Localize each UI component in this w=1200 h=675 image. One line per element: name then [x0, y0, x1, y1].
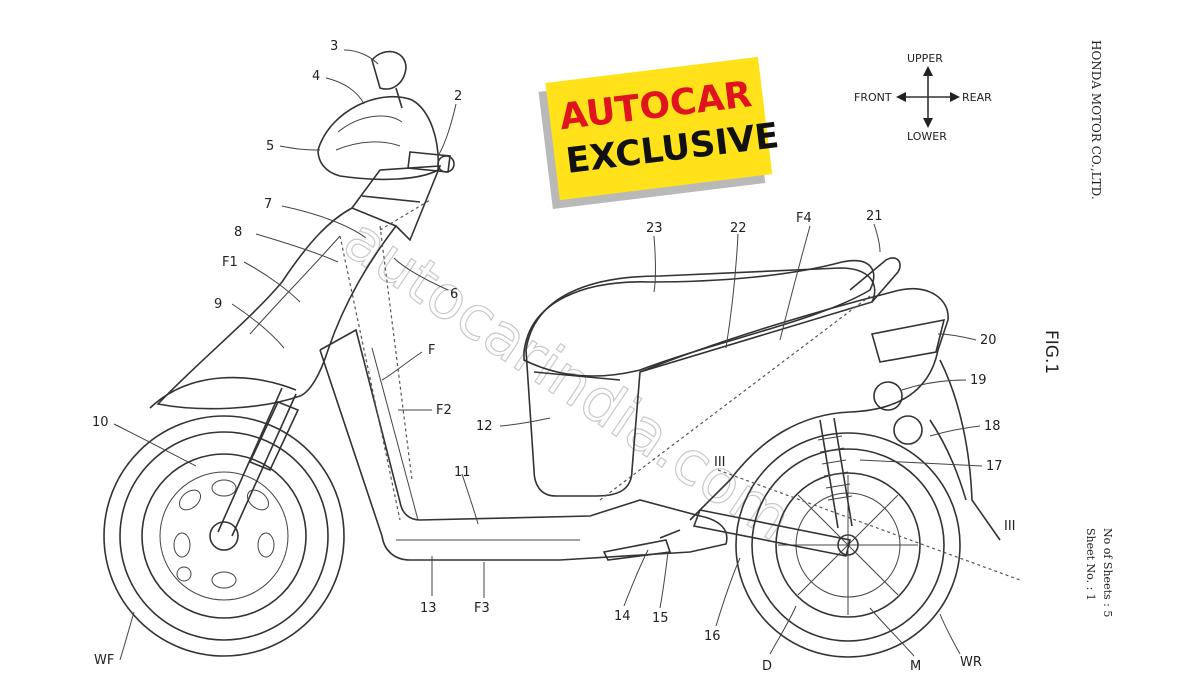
- label-12: 12: [476, 419, 493, 434]
- reference-labels: 3 4 5 2 7 8 F1 6 9 F F2 10 12 11 13 F3 1…: [92, 39, 1016, 674]
- label-WR: WR: [960, 655, 982, 670]
- sheet-number: Sheet No. : 1: [1084, 528, 1097, 601]
- scooter-outline: [103, 50, 1021, 658]
- label-F1: F1: [222, 255, 238, 270]
- label-19: 19: [970, 373, 987, 388]
- label-6: 6: [450, 287, 458, 302]
- label-3: 3: [330, 39, 338, 54]
- direction-compass: UPPER LOWER FRONT REAR: [854, 52, 992, 143]
- compass-front: FRONT: [854, 91, 892, 104]
- badge-background: [545, 56, 773, 201]
- label-23: 23: [646, 221, 663, 236]
- label-F4: F4: [796, 211, 812, 226]
- label-15: 15: [652, 611, 669, 626]
- leader-lines: [113, 49, 983, 661]
- compass-upper: UPPER: [907, 52, 943, 65]
- label-17: 17: [986, 459, 1003, 474]
- sheet-count: No of Sheets : 5: [1101, 528, 1114, 617]
- label-4: 4: [312, 69, 320, 84]
- compass-rear: REAR: [962, 91, 992, 104]
- rear-wheel: [735, 432, 961, 658]
- label-F3: F3: [474, 601, 490, 616]
- label-22: 22: [730, 221, 747, 236]
- compass-lower: LOWER: [907, 130, 947, 143]
- label-21: 21: [866, 209, 883, 224]
- label-8: 8: [234, 225, 242, 240]
- label-III-a: III: [714, 455, 726, 470]
- label-10: 10: [92, 415, 109, 430]
- label-F: F: [428, 343, 435, 358]
- label-2: 2: [454, 89, 462, 104]
- figure-number: FIG.1: [1041, 330, 1061, 374]
- label-5: 5: [266, 139, 274, 154]
- label-F2: F2: [436, 403, 452, 418]
- label-20: 20: [980, 333, 997, 348]
- label-7: 7: [264, 197, 272, 212]
- label-13: 13: [420, 601, 437, 616]
- label-14: 14: [614, 609, 631, 624]
- label-9: 9: [214, 297, 222, 312]
- label-18: 18: [984, 419, 1001, 434]
- label-D: D: [762, 659, 772, 674]
- label-11: 11: [454, 465, 471, 480]
- label-M: M: [910, 659, 921, 674]
- company-name: HONDA MOTOR CO.,LTD.: [1089, 40, 1103, 200]
- watermark: autocarindia.com: [332, 204, 805, 554]
- label-16: 16: [704, 629, 721, 644]
- label-III-b: III: [1004, 519, 1016, 534]
- autocar-exclusive-badge: AUTOCAR EXCLUSIVE: [538, 56, 781, 210]
- front-wheel: [103, 415, 345, 657]
- label-WF: WF: [94, 653, 114, 668]
